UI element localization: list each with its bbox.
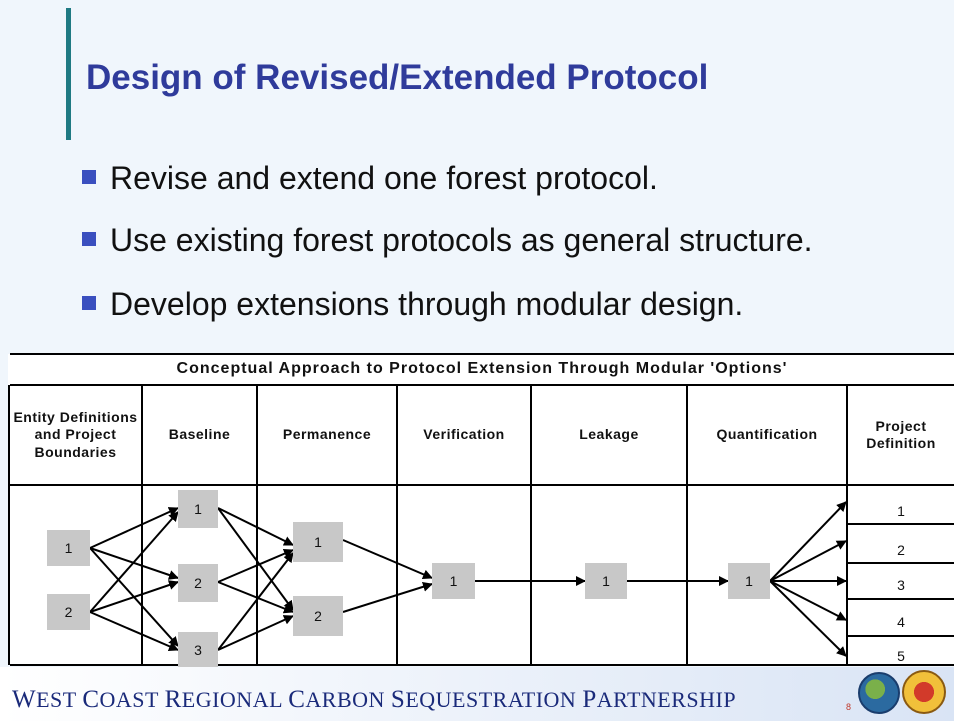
diagram-panel (8, 354, 954, 665)
california-energy-commission-seal-icon (902, 670, 946, 714)
baseline-option-box: 3 (178, 632, 218, 668)
project-definition-item: 1 (897, 503, 905, 519)
col-divider (256, 385, 258, 665)
project-definition-item: 2 (897, 542, 905, 558)
col-header-entity: Entity Definitions and Project Boundarie… (13, 408, 138, 460)
quantification-option-box: 1 (728, 563, 770, 599)
project-definition-divider (848, 635, 954, 637)
entity-option-box: 2 (47, 594, 90, 630)
baseline-option-box: 2 (178, 564, 218, 602)
bullet-text: Use existing forest protocols as general… (110, 222, 813, 258)
bullet-square-icon (82, 296, 96, 310)
footer-partnership-name: WEST COAST REGIONAL CARBON SEQUESTRATION… (12, 686, 737, 713)
slide-title: Design of Revised/Extended Protocol (86, 58, 709, 97)
verification-option-box: 1 (432, 563, 475, 599)
diagram-bottom-border (10, 664, 954, 666)
baseline-option-box: 1 (178, 490, 218, 528)
bullet-text: Revise and extend one forest protocol. (110, 160, 658, 196)
diagram-title: Conceptual Approach to Protocol Extensio… (10, 354, 954, 386)
page-number: 8 (846, 702, 852, 712)
bullet-text: Develop extensions through modular desig… (110, 286, 744, 322)
bullet-square-icon (82, 232, 96, 246)
project-definition-divider (848, 562, 954, 564)
col-divider (8, 385, 10, 665)
col-divider (396, 385, 398, 665)
header-divider (10, 484, 954, 486)
bullet-square-icon (82, 170, 96, 184)
col-header-permanence: Permanence (282, 426, 372, 443)
project-definition-item: 5 (897, 648, 905, 664)
permanence-option-box: 1 (293, 522, 343, 562)
col-header-baseline: Baseline (168, 426, 231, 443)
col-header-quantification: Quantification (716, 426, 818, 443)
entity-option-box: 1 (47, 530, 90, 566)
permanence-option-box: 2 (293, 596, 343, 636)
col-divider (846, 385, 848, 665)
leakage-option-box: 1 (585, 563, 627, 599)
col-header-leakage: Leakage (579, 426, 639, 443)
project-definition-divider (848, 523, 954, 525)
title-accent-bar (66, 8, 71, 140)
col-divider (686, 385, 688, 665)
col-header-verification: Verification (423, 426, 505, 443)
project-definition-divider (848, 598, 954, 600)
project-definition-item: 4 (897, 614, 905, 630)
project-definition-item: 3 (897, 577, 905, 593)
col-divider (530, 385, 532, 665)
col-header-project-definition: Project Definition (866, 417, 936, 452)
diagram-top-border (10, 353, 954, 355)
footer-bar (0, 667, 954, 721)
doe-seal-icon (858, 672, 900, 714)
